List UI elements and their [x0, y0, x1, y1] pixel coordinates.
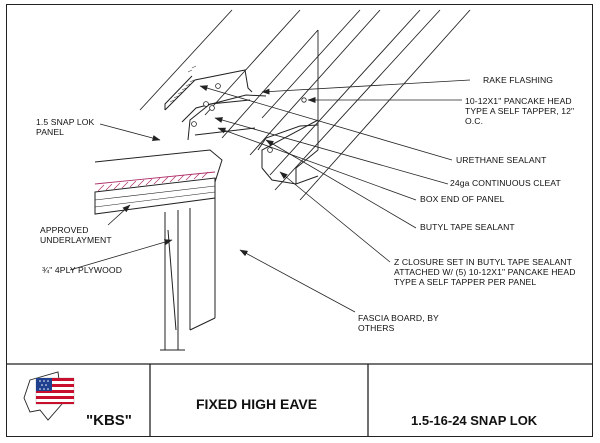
label-rake-flashing: RAKE FLASHING [483, 75, 554, 85]
rake-flashing-profile [94, 69, 319, 197]
label-continuous-cleat: 24ga CONTINUOUS CLEAT [450, 178, 561, 188]
fastener-heads [191, 83, 307, 153]
label-box-end-of-panel: BOX END OF PANEL [420, 194, 505, 204]
title-block-grid [6, 363, 593, 437]
label-fascia-board: FASCIA BOARD, BY OTHERS [358, 313, 439, 333]
callout-leaders [69, 79, 471, 313]
fascia-board [160, 198, 216, 351]
label-urethane-sealant: URETHANE SEALANT [456, 155, 547, 165]
label-snap-lok-panel: 1.5 SNAP LOK PANEL [36, 117, 95, 137]
drawing-title: FIXED HIGH EAVE [196, 396, 318, 412]
label-approved-underlayment: APPROVED UNDERLAYMENT [40, 225, 112, 245]
label-plywood: ¾" 4PLY PLYWOOD [42, 265, 123, 275]
label-pancake-head-fastener: 10-12X1" PANCAKE HEAD TYPE A SELF TAPPER… [465, 96, 575, 126]
label-butyl-tape-sealant: BUTYL TAPE SEALANT [420, 222, 515, 232]
label-z-closure: Z CLOSURE SET IN BUTYL TAPE SEALANT ATTA… [394, 257, 576, 287]
panel-rib-lines [139, 9, 471, 201]
product-name: 1.5-16-24 SNAP LOK [411, 413, 538, 428]
underlayment-hatch [94, 171, 216, 192]
sheet-border [6, 4, 593, 437]
texas-flag-logo [23, 371, 75, 421]
company-name: "KBS" [86, 412, 132, 429]
urethane-sealant-hatch [169, 65, 197, 103]
plywood-deck [94, 171, 216, 215]
